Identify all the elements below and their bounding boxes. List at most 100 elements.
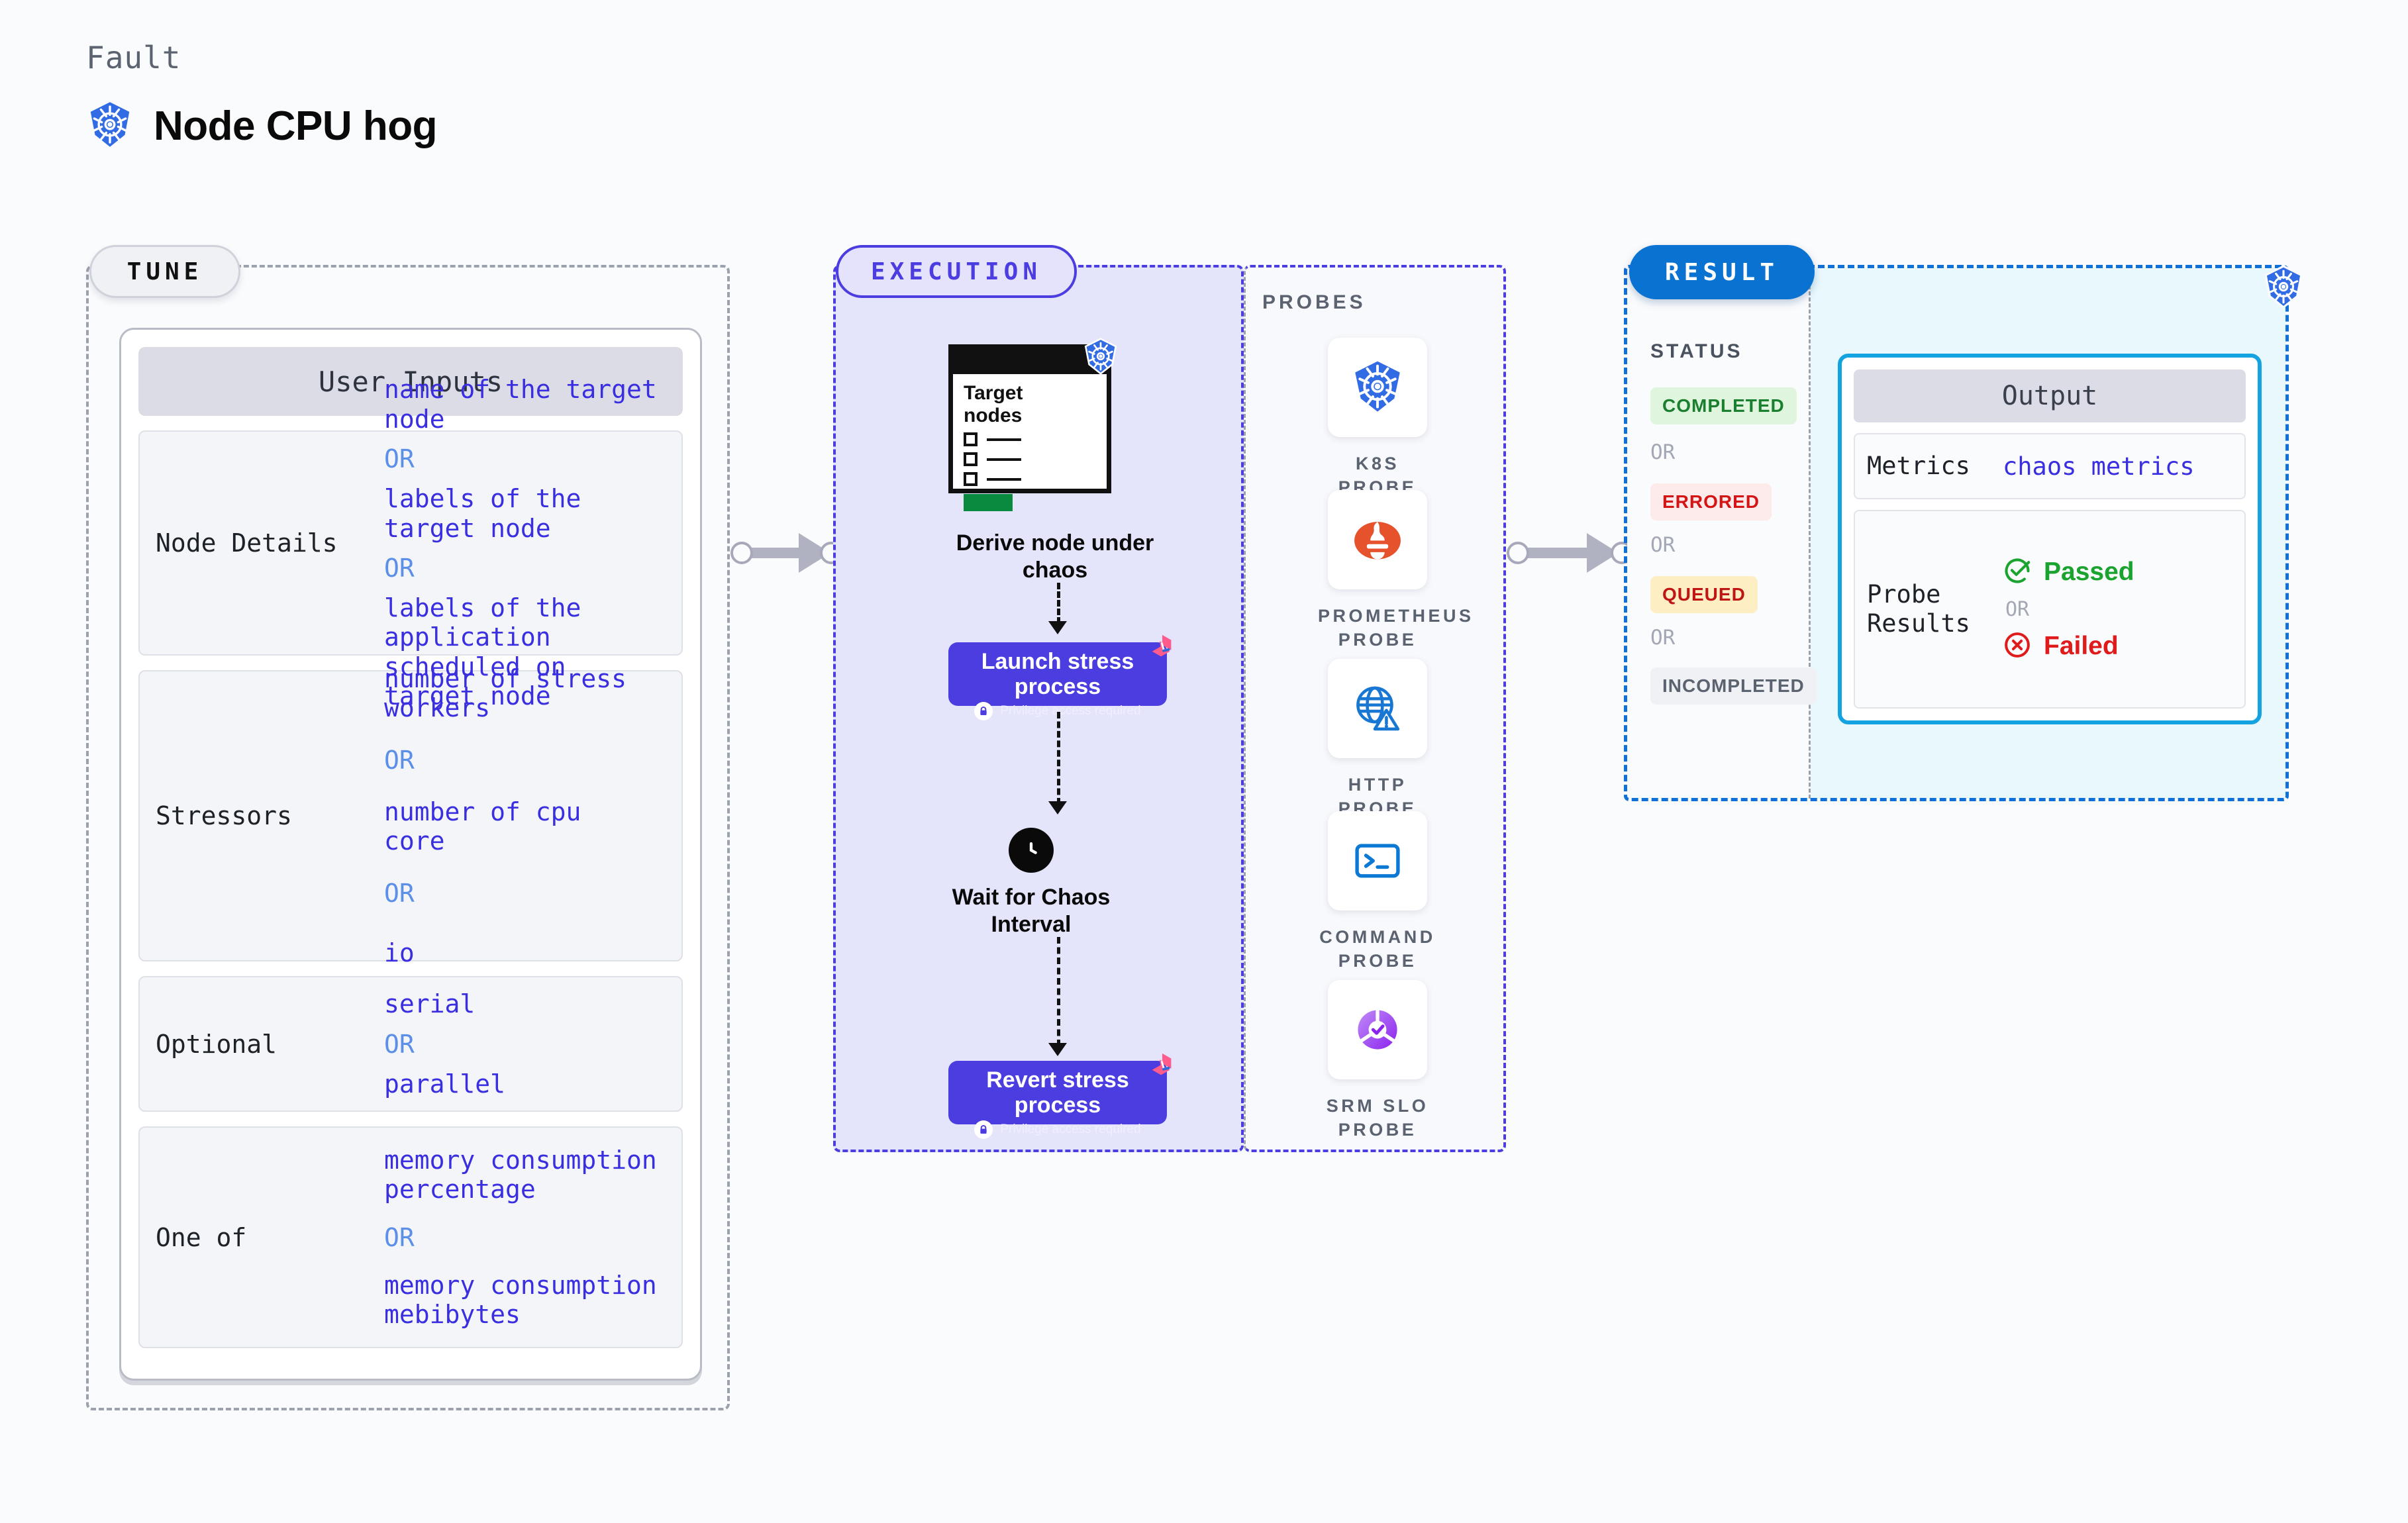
user-inputs-card: User Inputs Node Details name of the tar…: [119, 328, 702, 1381]
step-revert-stress-process[interactable]: Revert stress process Privilege access r…: [948, 1053, 1172, 1140]
output-row-metrics: Metrics chaos metrics: [1854, 433, 2246, 499]
probe-command[interactable]: COMMAND PROBE: [1318, 811, 1437, 973]
checkbox-icon: [964, 472, 978, 487]
tune-value: serial: [384, 989, 476, 1019]
or-separator: OR: [384, 1029, 415, 1059]
page-header: Fault Node CPU hog: [86, 40, 437, 152]
status-badge-queued: QUEUED: [1650, 576, 1758, 613]
tune-row-key: Optional: [156, 1029, 277, 1059]
tune-row-stressors: Stressors number of stress workers OR nu…: [138, 664, 683, 967]
srm-slo-icon: [1328, 980, 1427, 1079]
result-pill[interactable]: RESULT: [1629, 245, 1815, 299]
prometheus-icon: [1328, 490, 1427, 589]
connector-execution-result: [1503, 533, 1636, 573]
connector-tune-execution: [727, 533, 844, 573]
tune-region: [86, 265, 730, 1410]
tune-row-key: Node Details: [156, 528, 338, 558]
tune-value: io: [384, 938, 415, 967]
or-separator: OR: [384, 554, 415, 583]
failed-label: Failed: [2044, 632, 2119, 660]
output-row-key: Probe Results: [1867, 579, 1970, 638]
tune-pill[interactable]: TUNE: [89, 245, 240, 298]
status-badge-incompleted: INCOMPLETED: [1650, 667, 1817, 705]
or-separator: OR: [384, 444, 415, 474]
tune-row-node-details: Node Details name of the target node OR …: [138, 375, 683, 711]
card-titlebar: [953, 349, 1107, 374]
result-region: [1624, 265, 2289, 801]
probe-http[interactable]: HTTP PROBE: [1318, 659, 1437, 821]
tune-row-optional: Optional serial OR parallel: [138, 976, 683, 1112]
fault-eyebrow: Fault: [86, 40, 181, 75]
kubernetes-icon: [1082, 338, 1119, 378]
tune-value: labels of the application scheduled on t…: [384, 593, 581, 711]
step-note: Privilege access required: [1000, 1122, 1141, 1137]
tune-value: name of the target node: [384, 375, 657, 434]
line-placeholder: [987, 477, 1021, 481]
flow-line: [1057, 583, 1060, 624]
tune-value: number of stress workers: [384, 663, 627, 723]
status-column: [1627, 268, 1811, 799]
checkbox-icon: [964, 432, 978, 447]
flow-line: [1057, 937, 1060, 1046]
page-title: Node CPU hog: [154, 103, 437, 149]
checklist-item: [964, 452, 1096, 467]
litmus-icon: [1147, 632, 1178, 666]
lock-icon: [974, 702, 993, 721]
probe-result-values: Passed OR Failed: [2003, 556, 2134, 663]
or-separator: OR: [384, 878, 415, 908]
probe-label: COMMAND PROBE: [1319, 927, 1436, 971]
status-title: STATUS: [1650, 340, 1743, 362]
target-nodes-title: Target nodes: [964, 382, 1023, 426]
passed-label: Passed: [2044, 558, 2134, 586]
terminal-icon: [1328, 811, 1427, 910]
clock-icon: [1009, 828, 1054, 873]
output-row-value: chaos metrics: [2003, 452, 2195, 481]
flow-arrow: [1048, 1043, 1067, 1056]
green-progress-bar: [964, 494, 1013, 512]
kubernetes-icon: [1328, 338, 1427, 437]
tune-row-values: name of the target node OR labels of the…: [384, 375, 668, 711]
tune-row-values: number of stress workers OR number of cp…: [384, 664, 668, 967]
step-label-derive-node: Derive node under chaos: [956, 530, 1154, 583]
execution-pill[interactable]: EXECUTION: [836, 245, 1077, 298]
or-separator: OR: [1650, 533, 1676, 557]
probe-label: SRM SLO PROBE: [1326, 1096, 1429, 1140]
tune-value: parallel: [384, 1069, 506, 1099]
line-placeholder: [987, 438, 1021, 441]
globe-warning-icon: [1328, 659, 1427, 758]
flow-arrow: [1048, 621, 1067, 634]
probe-result-failed: Failed: [2003, 630, 2134, 663]
probe-prometheus[interactable]: PROMETHEUS PROBE: [1318, 490, 1474, 652]
flow-arrow: [1048, 801, 1067, 814]
step-note: Privilege access required: [1000, 704, 1141, 718]
step-title: Launch stress process: [981, 649, 1134, 700]
lock-icon: [974, 1120, 993, 1140]
output-row-key: Metrics: [1867, 451, 1970, 480]
status-badge-completed: COMPLETED: [1650, 387, 1797, 424]
or-separator: OR: [1650, 440, 1676, 464]
line-placeholder: [987, 458, 1021, 461]
tune-row-key: One of: [156, 1222, 247, 1252]
tune-row-values: serial OR parallel: [384, 989, 668, 1099]
tune-value: number of cpu core: [384, 797, 581, 856]
probe-srm-slo[interactable]: SRM SLO PROBE: [1318, 980, 1437, 1142]
checkbox-icon: [964, 452, 978, 467]
probe-label: PROMETHEUS PROBE: [1318, 606, 1474, 650]
x-circle-icon: [2003, 630, 2032, 663]
tune-row-one-of: One of memory consumption percentage OR …: [138, 1126, 683, 1348]
tune-value: labels of the target node: [384, 484, 581, 543]
probe-k8s[interactable]: K8S PROBE: [1318, 338, 1437, 500]
kubernetes-icon: [86, 101, 134, 152]
litmus-icon: [1147, 1051, 1178, 1085]
step-title: Revert stress process: [986, 1067, 1129, 1118]
checklist-item: [964, 472, 1096, 487]
tune-value: memory consumption percentage: [384, 1145, 657, 1204]
tune-row-key: Stressors: [156, 801, 292, 830]
checklist-item: [964, 432, 1096, 447]
or-separator: OR: [1650, 626, 1676, 650]
probe-result-passed: Passed: [2003, 556, 2134, 589]
step-launch-stress-process[interactable]: Launch stress process Privilege access r…: [948, 634, 1172, 721]
or-separator: OR: [384, 1222, 415, 1252]
tune-value: memory consumption mebibytes: [384, 1270, 657, 1329]
probes-title: PROBES: [1262, 291, 1366, 313]
